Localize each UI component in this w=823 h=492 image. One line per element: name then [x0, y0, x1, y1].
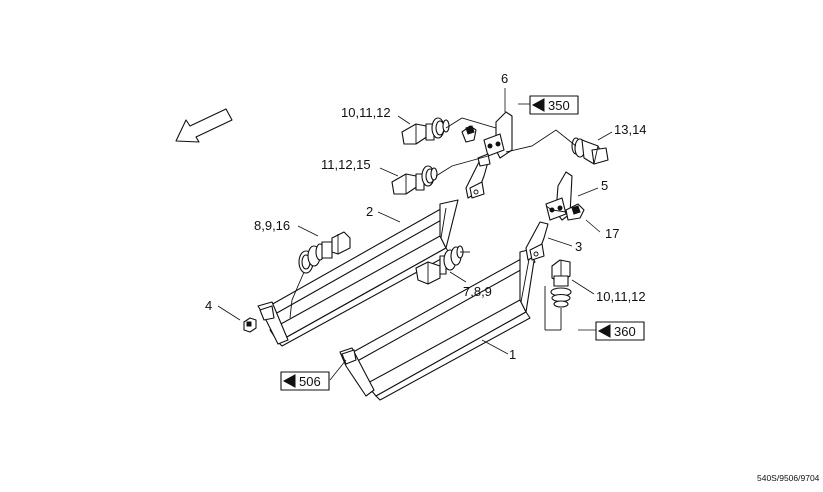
reference-506-text: 506 [299, 374, 321, 389]
part-2-upper-bar [257, 199, 459, 347]
reference-360-text: 360 [614, 324, 636, 339]
callout-3: 3 [575, 239, 582, 254]
reference-360: 360 [595, 321, 645, 341]
part-17-clip [565, 203, 585, 221]
bolt-11-12-15 [391, 165, 438, 195]
assembly-lines [289, 117, 577, 331]
reference-350: 350 [529, 95, 579, 115]
callout-8-9-16: 8,9,16 [254, 218, 290, 233]
part-arm-upper [465, 153, 491, 199]
nut-part [461, 125, 477, 143]
bolt-10-11-12-right [550, 259, 572, 308]
callout-10-11-12-right: 10,11,12 [596, 289, 646, 304]
part-4-nut [243, 317, 257, 333]
part-3-arm [525, 221, 549, 261]
part-1-lower-bar [339, 247, 537, 401]
bolt-7-8-9 [415, 245, 464, 285]
arrow-left-icon [531, 98, 545, 112]
callout-11-12-15: 11,12,15 [321, 157, 371, 172]
arrow-left-icon [597, 324, 611, 338]
callout-6: 6 [501, 71, 508, 86]
callout-4: 4 [205, 298, 212, 313]
bolt-13-14 [571, 137, 609, 165]
reference-350-text: 350 [548, 98, 570, 113]
direction-arrow-icon [175, 108, 233, 143]
arrow-left-icon [282, 374, 296, 388]
part-6-bracket [483, 111, 513, 159]
callout-17: 17 [605, 226, 619, 241]
callout-5: 5 [601, 178, 608, 193]
callout-2: 2 [366, 204, 373, 219]
callouts: 6 10,11,12 13,14 11,12,15 5 2 8,9,16 17 … [205, 71, 647, 362]
callout-7-8-9: 7,8,9 [463, 284, 492, 299]
bolt-8-9-16 [298, 231, 351, 274]
leader-lines [217, 88, 613, 381]
bolt-10-11-12-top [401, 117, 450, 145]
part-5-bracket [545, 171, 573, 221]
callout-13-14: 13,14 [614, 122, 647, 137]
callout-1: 1 [509, 347, 516, 362]
reference-506: 506 [280, 371, 330, 391]
callout-10-11-12-top: 10,11,12 [341, 105, 391, 120]
drawing-code: 540S/9506/9704 [757, 473, 820, 483]
